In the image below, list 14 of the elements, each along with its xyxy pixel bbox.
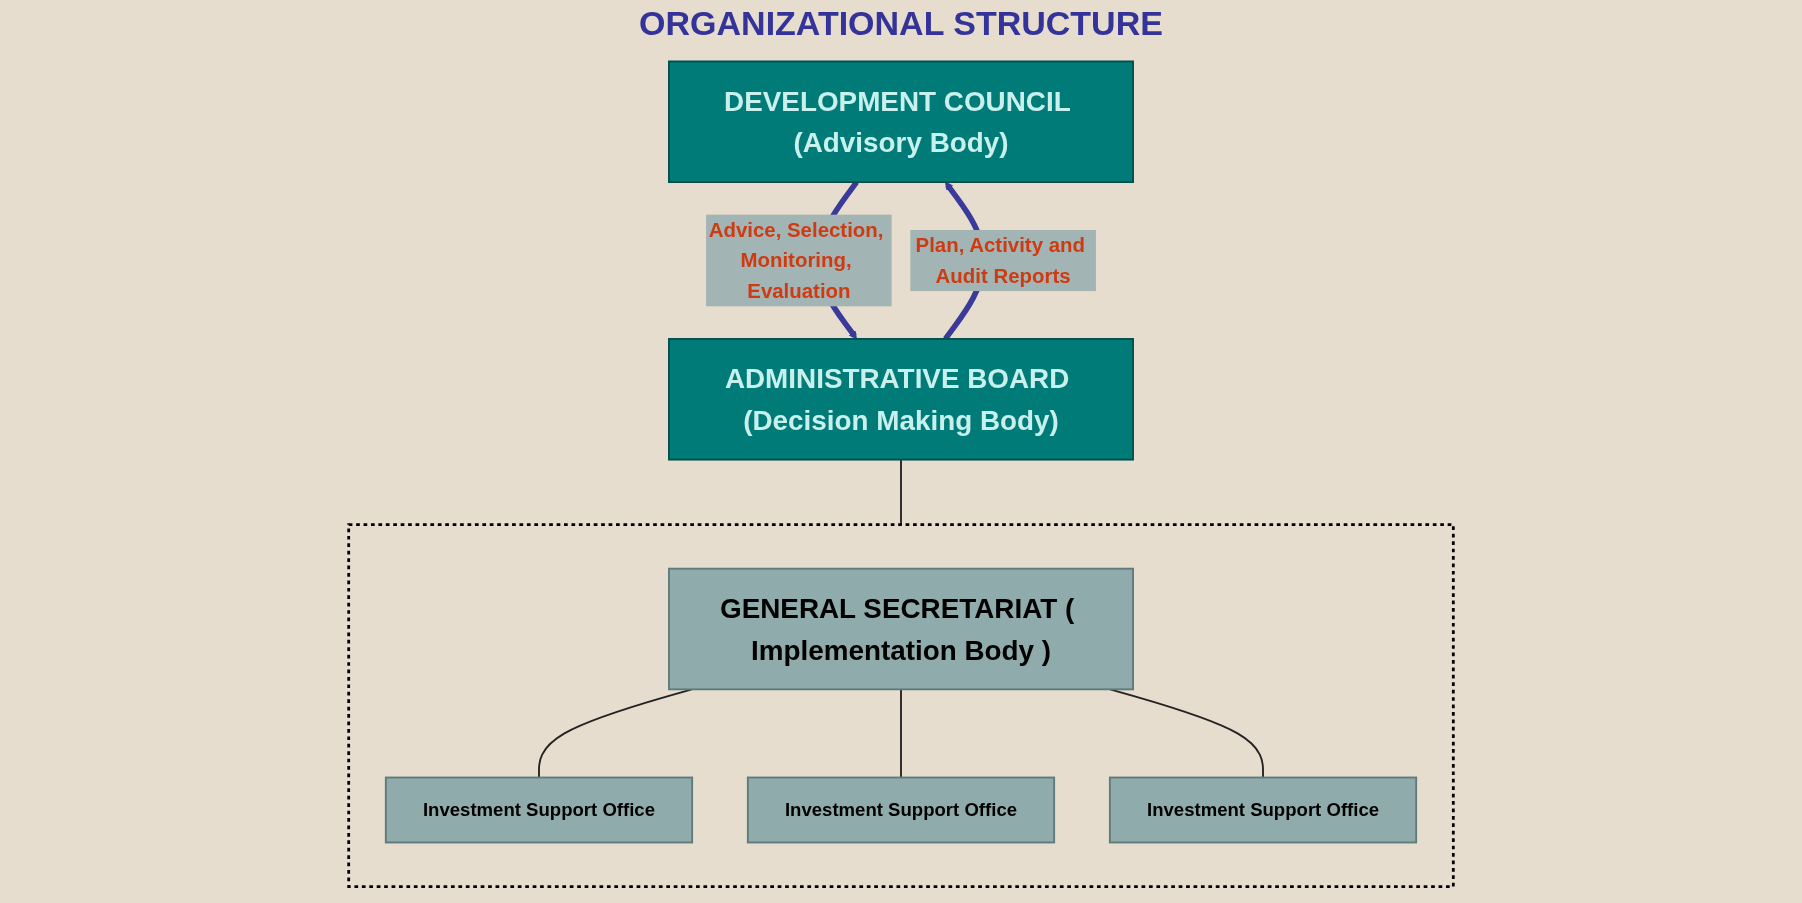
cluster [347, 523, 1455, 888]
node-box: Investment Support Office [384, 776, 694, 844]
connector [538, 688, 693, 779]
node-box: Investment Support Office [746, 776, 1056, 844]
node-box: ADMINISTRATIVE BOARD (Decision Making Body) [668, 338, 1134, 461]
connector [900, 688, 902, 779]
diagram-title: ORGANIZATIONAL STRUCTURE [638, 4, 1164, 43]
edge-label: Plan, Activity and Audit Reports [915, 233, 1085, 288]
node-box: Investment Support Office [1108, 776, 1418, 844]
node-box: DEVELOPMENT COUNCIL (Advisory Body) [668, 60, 1134, 183]
connector [1109, 688, 1264, 779]
node-box: GENERAL SECRETARIAT ( Implementation Body ) [668, 567, 1134, 691]
edge-label: Advice, Selection, Monitoring, Evaluation [708, 218, 884, 303]
connector [900, 458, 902, 526]
